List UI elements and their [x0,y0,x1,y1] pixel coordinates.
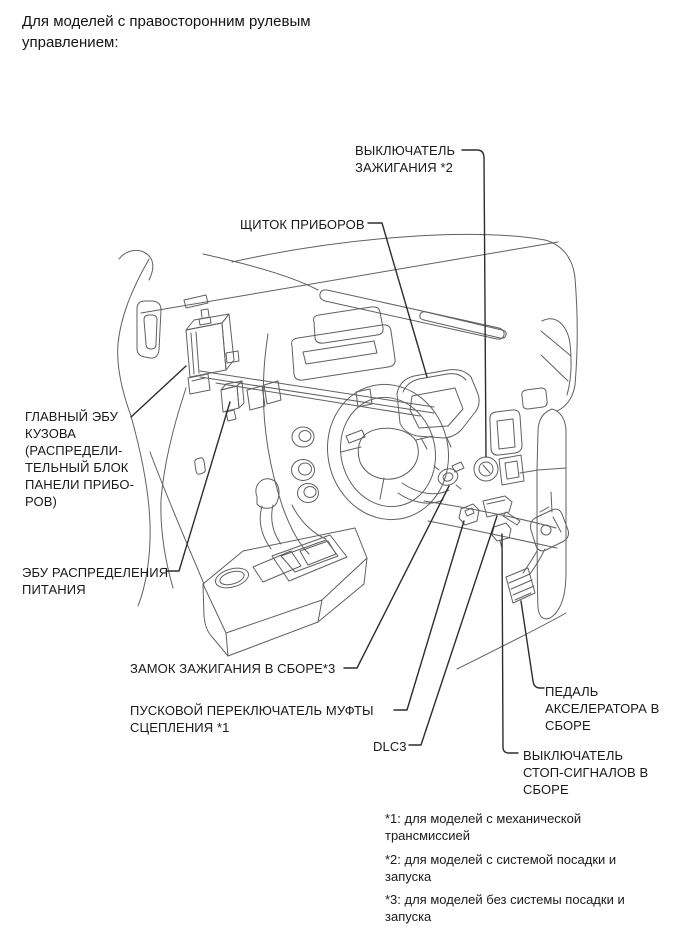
label-dlc3: DLC3 [373,739,407,754]
label-ignition-switch: ВЫКЛЮЧАТЕЛЬ ЗАЖИГАНИЯ *2 [355,143,456,175]
dlc3-part [482,495,521,526]
label-instrument-panel: ЩИТОК ПРИБОРОВ [240,217,365,232]
intro-text: Для моделей с правосторонним рулевым упр… [22,13,311,51]
instrument-cluster-part [396,369,480,450]
label-accelerator-pedal: ПЕДАЛЬ АКСЕЛЕРАТОРА В СБОРЕ [545,684,660,733]
leader-dlc3 [408,515,498,746]
footnote-3: *3: для моделей без системы посадки и за… [385,892,625,924]
gear-shifter-part [202,478,368,657]
main-body-ecu-part [185,308,240,395]
steering-wheel-drawing [327,383,450,521]
label-stop-light-switch: ВЫКЛЮЧАТЕЛЬ СТОП-СИГНАЛОВ В СБОРЕ [523,748,649,797]
label-ignition-lock: ЗАМОК ЗАЖИГАНИЯ В СБОРЕ*3 [130,661,336,676]
wire-harness-drawing [199,370,435,417]
leader-stop-light-switch [501,533,519,754]
leader-clutch-start-switch [393,520,465,711]
footnote-2: *2: для моделей с системой посадки и зап… [385,852,617,884]
leader-accelerator-pedal [520,600,545,689]
clutch-start-switch-part [458,503,480,526]
leader-ignition-switch [461,149,487,458]
ignition-lock-part [433,461,465,490]
leader-lines [130,149,545,754]
accelerator-pedal-part [505,491,569,604]
leader-ignition-lock [343,485,450,669]
ignition-switch-part [473,454,525,486]
leader-main-body-ecu [130,365,187,418]
label-main-body-ecu: ГЛАВНЫЙ ЭБУ КУЗОВА (РАСПРЕДЕЛИ- ТЕЛЬНЫЙ … [25,409,135,509]
climate-knobs-drawing [291,426,319,503]
leader-power-distribution-ecu [165,401,231,572]
label-power-distribution-ecu: ЭБУ РАСПРЕДЕЛЕНИЯ ПИТАНИЯ [22,565,169,597]
power-distribution-ecu-part [220,380,245,422]
label-clutch-start-switch: ПУСКОВОЙ ПЕРЕКЛЮЧАТЕЛЬ МУФТЫ СЦЕПЛЕНИЯ *… [130,703,374,735]
dashboard-drawing [136,241,559,555]
leader-instrument-panel [367,222,428,378]
footnote-1: *1: для моделей с механической трансмисс… [385,811,582,843]
